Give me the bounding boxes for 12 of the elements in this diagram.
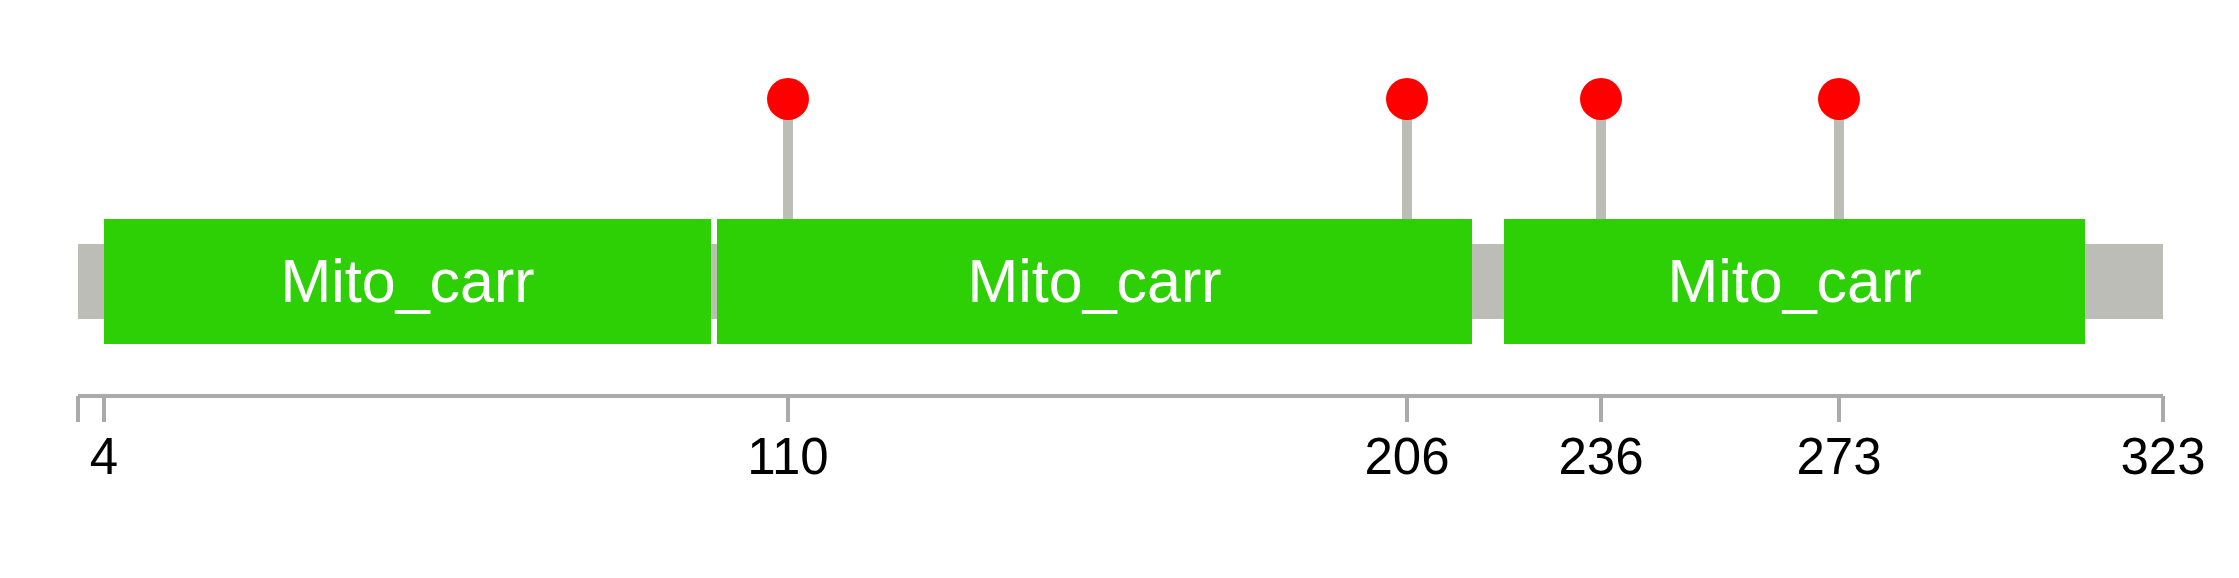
domain-box xyxy=(1504,219,2085,344)
tick-label: 110 xyxy=(747,431,829,482)
tick-label: 323 xyxy=(2120,431,2206,482)
tick-label: 273 xyxy=(1796,431,1882,482)
domain-box xyxy=(104,219,711,344)
domain-label: Mito_carr xyxy=(1667,251,1922,312)
domain-label: Mito_carr xyxy=(280,251,535,312)
domain-box xyxy=(717,219,1472,344)
tick-label: 4 xyxy=(89,431,119,482)
tick-label: 236 xyxy=(1558,431,1644,482)
domain-label: Mito_carr xyxy=(967,251,1222,312)
tick-label: 206 xyxy=(1364,431,1450,482)
